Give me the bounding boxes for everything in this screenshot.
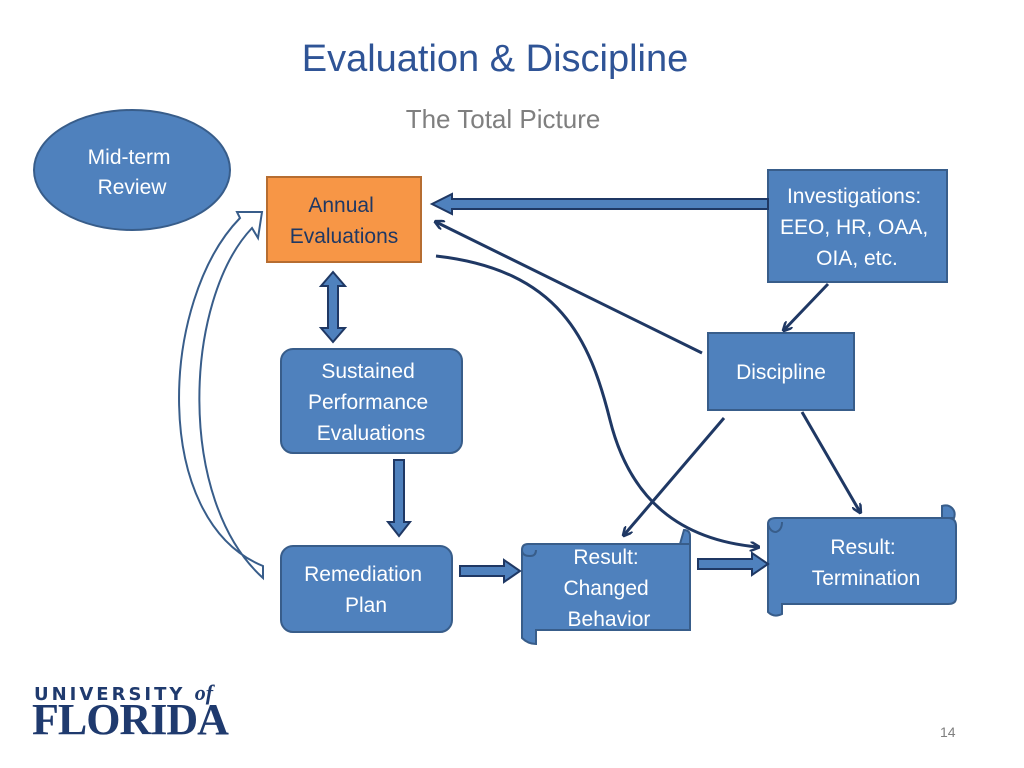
- arrow-discipline-to-termination: [800, 411, 860, 512]
- annual-evaluations-label: Annual Evaluations: [290, 194, 399, 248]
- page-number: 14: [940, 724, 956, 740]
- arrow-sustained-to-remediation: [385, 459, 413, 538]
- arrow-annual-to-termination: [435, 254, 758, 547]
- slide-subtitle: The Total Picture: [405, 104, 601, 134]
- arrow-remediation-to-annual: [178, 211, 264, 581]
- arrow-changed-to-termination: [697, 551, 770, 577]
- arrow-remediation-to-changed: [459, 558, 522, 584]
- midterm-review-label: Mid-term Review: [88, 146, 177, 199]
- remediation-plan-label: Remediation Plan: [304, 563, 428, 617]
- investigations-label: Investigations: EEO, HR, OAA, OIA, etc.: [780, 185, 934, 270]
- arrow-investigations-to-annual: [429, 192, 769, 216]
- discipline-node: Discipline: [707, 332, 855, 411]
- university-logo-top: UNIVERSITY of: [34, 680, 214, 705]
- annual-evaluations-node: Annual Evaluations: [266, 176, 422, 263]
- changed-behavior-node: Result: Changed Behavior: [521, 528, 691, 646]
- arrow-discipline-to-annual: [436, 222, 703, 355]
- discipline-label: Discipline: [736, 361, 826, 384]
- termination-label: Result: Termination: [812, 536, 921, 590]
- sustained-performance-label: Sustained Performance Evaluations: [308, 360, 434, 445]
- sustained-performance-node: Sustained Performance Evaluations: [280, 348, 463, 454]
- changed-behavior-label: Result: Changed Behavior: [563, 546, 654, 631]
- remediation-plan-node: Remediation Plan: [280, 545, 453, 633]
- slide-title: Evaluation & Discipline: [301, 38, 689, 80]
- termination-node: Result: Termination: [767, 504, 957, 617]
- arrow-annual-sustained: [318, 270, 348, 344]
- arrow-investigations-to-discipline: [784, 282, 830, 330]
- investigations-node: Investigations: EEO, HR, OAA, OIA, etc.: [767, 169, 948, 283]
- university-logo-bottom: FLORIDA: [32, 695, 229, 744]
- midterm-review-node: Mid-term Review: [33, 109, 231, 231]
- arrow-discipline-to-changed: [624, 417, 726, 535]
